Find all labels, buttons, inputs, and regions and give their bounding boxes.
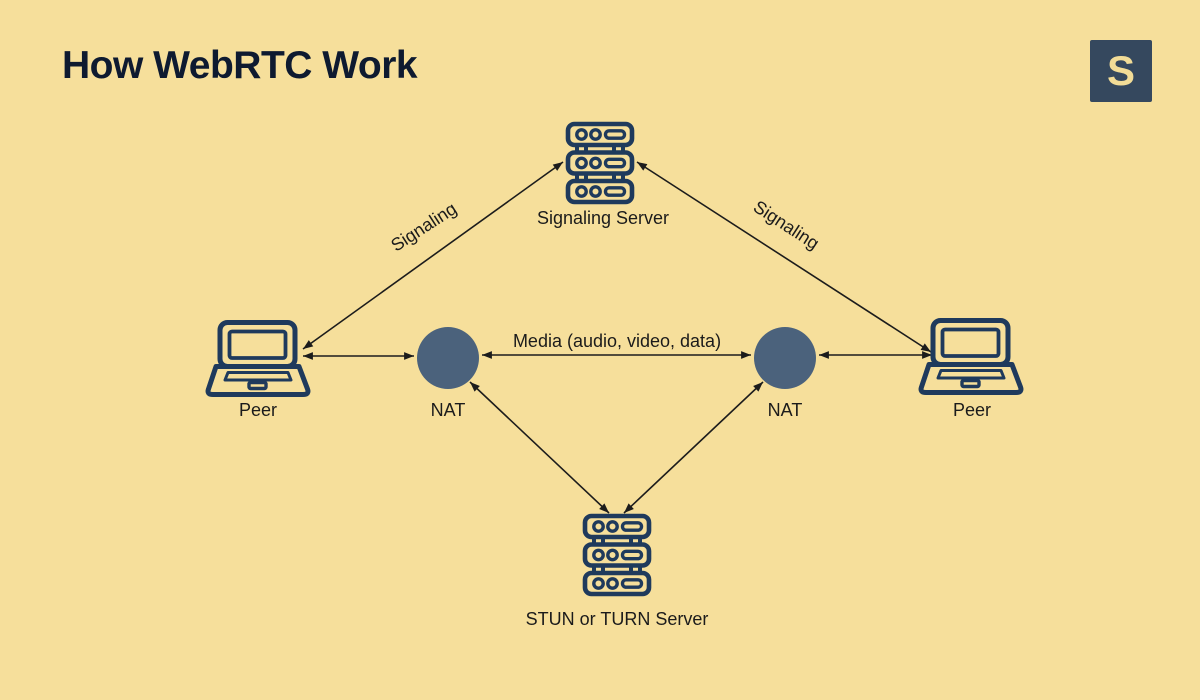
nat-right-stun-arrow [623,381,764,514]
page-title: How WebRTC Work [62,44,418,87]
signaling-server-label: Signaling Server [537,208,669,228]
nat-left-stun-arrow [469,381,610,514]
media-edge-label: Media (audio, video, data) [513,331,721,351]
signaling-server-icon [568,124,632,202]
signaling-right-edge-label: Signaling [750,196,823,253]
nat-right-circle [754,327,816,389]
logo-letter: S [1106,47,1135,94]
nat-right-label: NAT [768,400,803,420]
peer-right-label: Peer [953,400,991,420]
nat-left-label: NAT [431,400,466,420]
nat-left-circle [417,327,479,389]
signaling-left-arrow [302,161,564,350]
stun-turn-server-label: STUN or TURN Server [526,609,709,629]
signaling-right-arrow [636,161,932,353]
peer-left-label: Peer [239,400,277,420]
stun-turn-server-icon [585,516,649,594]
peer-left-laptop-icon [208,323,308,395]
peer-right-laptop-icon [921,321,1021,393]
logo-badge: S [1090,40,1152,102]
signaling-left-edge-label: Signaling [387,198,460,255]
